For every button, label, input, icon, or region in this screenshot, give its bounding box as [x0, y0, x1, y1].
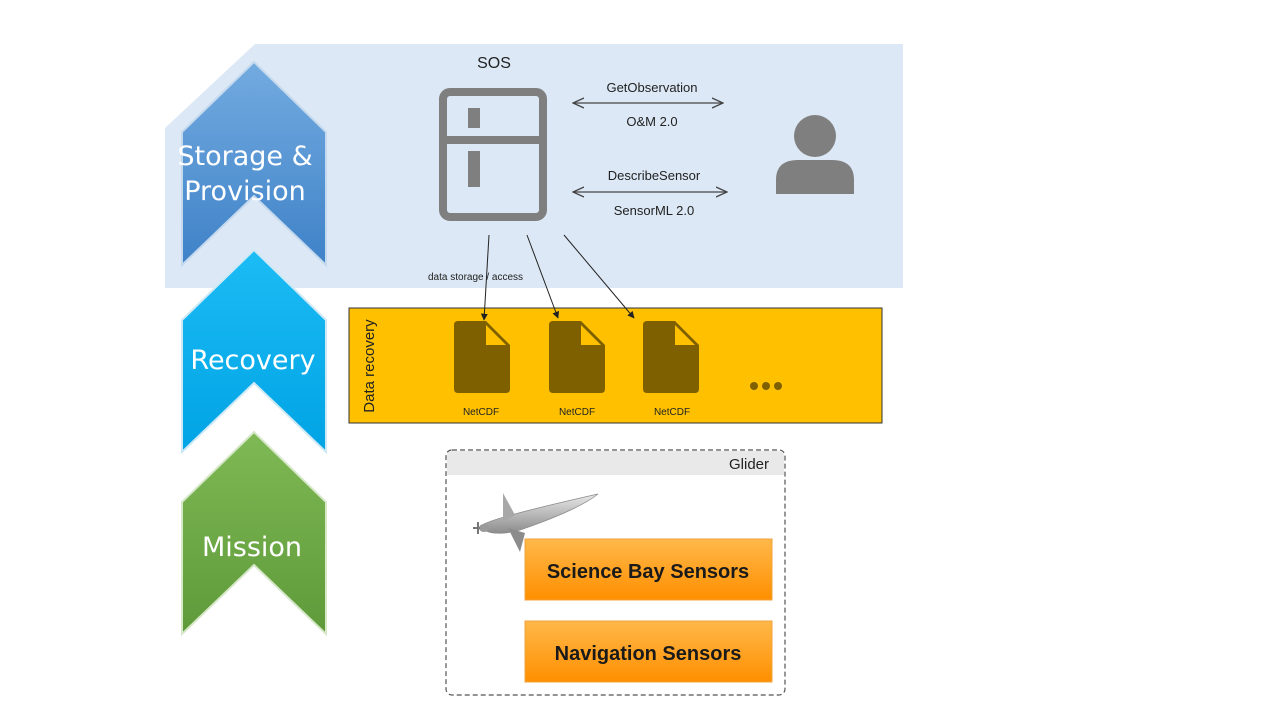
server-icon	[439, 88, 547, 221]
recovery-label: Recovery	[190, 345, 315, 376]
storage-link-label: data storage / access	[428, 272, 523, 283]
netcdf-file-3: NetCDF	[643, 321, 699, 418]
om-format-label: O&M 2.0	[626, 114, 677, 129]
get-observation-link: GetObservation O&M 2.0	[573, 80, 723, 129]
storage-label-line1: Storage &	[177, 141, 312, 172]
describe-sensor-link: DescribeSensor SensorML 2.0	[573, 168, 727, 218]
data-recovery-band	[348, 307, 883, 424]
get-observation-label: GetObservation	[606, 80, 697, 95]
recovery-chevron: Recovery	[181, 248, 327, 455]
ellipsis-icon	[750, 382, 782, 390]
sensorml-format-label: SensorML 2.0	[614, 203, 694, 218]
mission-chevron: Mission	[181, 430, 327, 637]
glider-title: Glider	[729, 456, 769, 473]
data-recovery-title: Data recovery	[361, 319, 378, 413]
science-bay-sensors-label: Science Bay Sensors	[547, 561, 749, 583]
sos-title: SOS	[477, 55, 511, 72]
mission-label: Mission	[202, 532, 302, 563]
user-icon	[776, 115, 854, 194]
netcdf-label-3: NetCDF	[654, 407, 690, 418]
science-bay-sensors-box: Science Bay Sensors	[524, 538, 773, 601]
glider-icon	[473, 493, 599, 552]
netcdf-label-2: NetCDF	[559, 407, 595, 418]
describe-sensor-label: DescribeSensor	[608, 168, 701, 183]
netcdf-file-2: NetCDF	[549, 321, 605, 418]
storage-chevron: Storage & Provision	[177, 60, 327, 268]
netcdf-file-1: NetCDF	[454, 321, 510, 418]
navigation-sensors-box: Navigation Sensors	[524, 620, 773, 683]
netcdf-label-1: NetCDF	[463, 407, 499, 418]
storage-arrows	[480, 234, 635, 321]
storage-label-line2: Provision	[184, 176, 306, 207]
navigation-sensors-label: Navigation Sensors	[555, 643, 742, 665]
